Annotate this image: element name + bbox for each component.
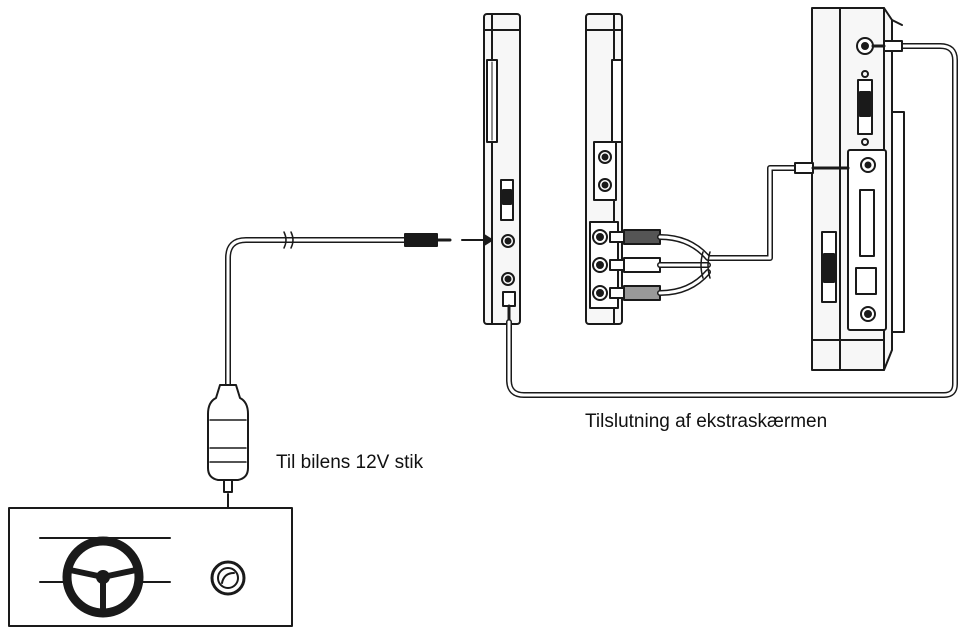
dashboard-box <box>8 507 293 627</box>
av-cable <box>657 162 850 296</box>
rca-plugs <box>609 229 661 301</box>
car-socket-label: Til bilens 12V stik <box>276 452 424 473</box>
loop-cable <box>506 40 958 398</box>
main-player-side <box>483 13 521 325</box>
cigarette-socket-icon <box>210 560 246 596</box>
extra-screen-side <box>811 7 905 371</box>
av-player-side <box>585 13 623 325</box>
extra-screen-label: Tilslutning af ekstraskærmen <box>585 411 828 432</box>
steering-wheel-icon <box>62 536 144 618</box>
car-power-cable <box>225 231 493 388</box>
car-plug-icon <box>207 384 249 493</box>
